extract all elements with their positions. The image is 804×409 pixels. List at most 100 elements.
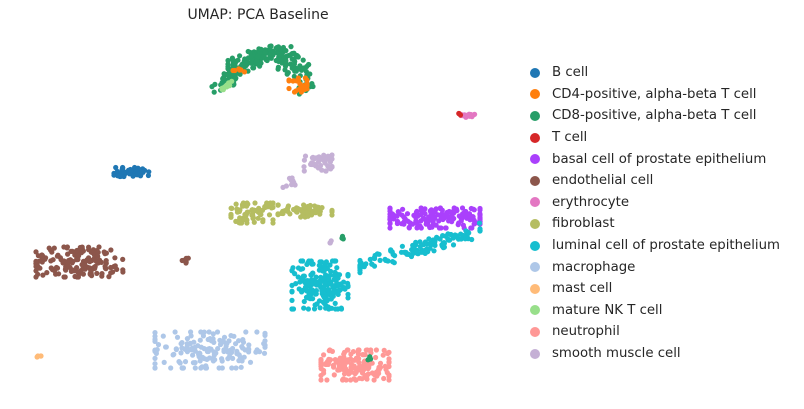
data-point (313, 210, 319, 216)
legend-item: mature NK T cell (527, 300, 780, 322)
legend-marker-icon (530, 110, 540, 121)
data-point (240, 345, 246, 351)
data-point (230, 355, 236, 361)
legend-label: mature NK T cell (552, 302, 663, 318)
data-point (463, 211, 469, 218)
data-point (283, 48, 289, 54)
data-point (304, 86, 310, 92)
data-point (425, 219, 431, 225)
legend-marker-icon (530, 197, 540, 208)
data-point (229, 205, 235, 211)
legend-marker-icon (530, 283, 540, 294)
data-point (229, 349, 235, 355)
data-point (369, 370, 375, 376)
data-point (401, 219, 407, 225)
data-point (345, 284, 351, 290)
data-point (327, 262, 333, 268)
data-point (247, 49, 253, 56)
data-point (404, 211, 411, 217)
data-point (289, 297, 295, 303)
data-point (188, 329, 194, 335)
data-point (38, 353, 44, 359)
data-point (418, 225, 424, 231)
data-point (250, 213, 256, 219)
data-point (305, 306, 311, 312)
data-point (74, 247, 80, 254)
data-point (427, 245, 433, 251)
legend-marker-icon (530, 240, 540, 251)
data-point (68, 248, 74, 254)
data-point (413, 209, 419, 215)
data-point (399, 212, 405, 218)
data-point (317, 280, 323, 286)
data-point (446, 208, 452, 215)
data-point (413, 239, 419, 245)
data-point (373, 347, 379, 353)
data-point (237, 215, 243, 221)
data-point (300, 209, 306, 216)
data-point (152, 365, 158, 371)
data-point (321, 367, 327, 374)
data-point (270, 204, 276, 210)
data-point (324, 377, 330, 383)
data-point (82, 262, 88, 268)
data-point (232, 67, 238, 74)
data-point (120, 256, 126, 262)
data-point (243, 329, 249, 335)
data-point (328, 238, 334, 244)
data-point (324, 298, 330, 304)
data-point (182, 359, 189, 365)
data-point (323, 259, 329, 265)
data-point (152, 330, 158, 336)
data-point (290, 306, 297, 312)
data-point (468, 205, 474, 212)
data-point (336, 272, 343, 278)
data-point (275, 211, 281, 217)
data-point (377, 257, 383, 263)
data-point (441, 240, 447, 246)
legend-item: macrophage (527, 256, 780, 278)
data-point (75, 274, 81, 280)
data-point (346, 371, 352, 377)
data-point (435, 212, 441, 218)
data-point (282, 63, 289, 69)
data-point (33, 263, 39, 270)
data-point (241, 216, 247, 223)
data-point (357, 258, 363, 264)
data-point (181, 257, 188, 263)
data-point (221, 71, 227, 77)
data-point (128, 167, 134, 173)
data-point (205, 336, 211, 343)
data-point (221, 347, 227, 353)
data-point (152, 336, 158, 342)
data-point (33, 274, 39, 280)
legend-label: erythrocyte (552, 194, 630, 210)
data-point (264, 57, 270, 63)
data-point (206, 329, 212, 335)
data-point (135, 165, 141, 171)
data-point (154, 347, 160, 353)
legend-item: fibroblast (527, 213, 780, 235)
data-point (240, 339, 247, 345)
data-point (431, 248, 437, 254)
data-point (61, 258, 67, 264)
data-point (345, 291, 351, 297)
data-point (297, 63, 303, 69)
data-point (381, 375, 387, 382)
data-point (262, 49, 268, 55)
legend-marker-icon (530, 154, 540, 165)
data-point (211, 349, 217, 355)
data-point (331, 372, 337, 378)
data-point (207, 355, 213, 361)
data-point (436, 218, 442, 224)
data-point (225, 57, 231, 64)
data-point (86, 244, 92, 250)
legend-label: mast cell (552, 281, 613, 297)
data-point (458, 236, 464, 242)
data-point (315, 165, 321, 171)
data-point (361, 352, 367, 358)
data-point (275, 57, 281, 63)
data-point (466, 111, 472, 117)
data-point (469, 225, 475, 231)
data-point (377, 360, 384, 366)
